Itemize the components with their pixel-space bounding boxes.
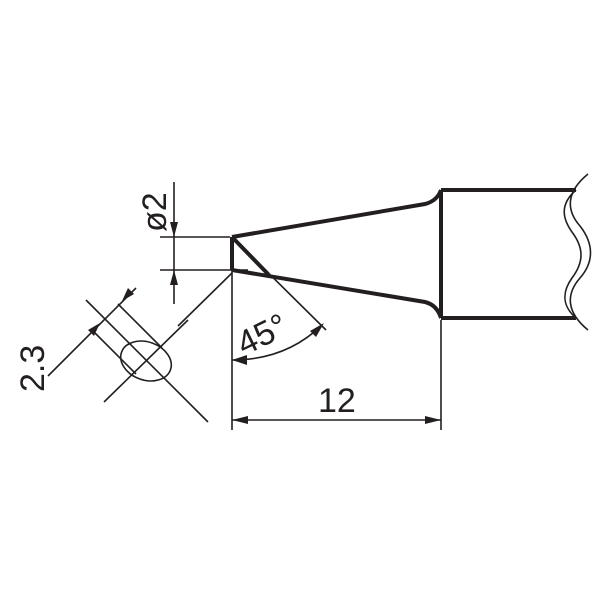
width-label: 2.3 [14,345,52,392]
angle-ext-line [231,236,327,331]
diameter-arrow-bottom [170,270,178,285]
length-dimension: 12 [231,270,442,430]
break-line-outer [569,173,592,331]
width-arrow-a [88,323,100,336]
angle-label: 45° [231,306,294,363]
width-ext-a [91,329,137,375]
angle-arrow-left [232,355,247,365]
detail-leader [177,272,233,327]
break-line-inner [563,189,582,319]
angle-arrow-right [310,323,324,337]
cone-bottom-edge [231,268,443,319]
tip-face-detail: 2.3 [14,272,233,423]
diameter-arrow-top [170,222,178,237]
angle-dimension: 45° [231,236,327,365]
width-ext-b [117,303,163,349]
length-label: 12 [318,382,356,420]
length-arrow-right [425,416,441,424]
tip-outline [230,188,576,320]
break-lines [563,173,592,331]
cone-top-edge [231,189,443,239]
oval-centerline-short [103,319,189,403]
diameter-label: ø2 [136,192,174,232]
width-arrow-b [122,288,134,301]
diameter-dimension: ø2 [136,182,248,304]
length-arrow-left [232,416,248,424]
tip-face-oval [119,340,173,382]
